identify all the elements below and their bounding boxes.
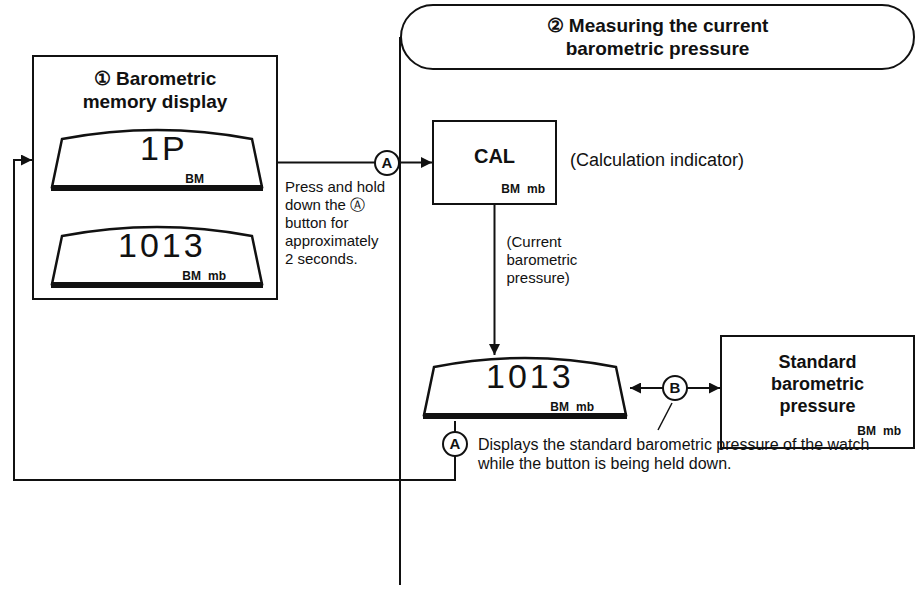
unit-label: mb [883, 424, 901, 438]
unit-label: BM [182, 269, 201, 283]
panel-title: ① Barometric memory display [56, 67, 254, 113]
lcd-digits: 1P [140, 129, 188, 167]
unit-label: mb [527, 182, 545, 196]
unit-label: BM [501, 182, 520, 196]
edge-note: (Current barometric pressure) [507, 233, 602, 287]
unit-row: BM mb [175, 266, 226, 284]
unit-row: BM mb [494, 179, 545, 197]
lcd-base [51, 185, 263, 191]
lcd-display: 1013BM mb [48, 224, 266, 290]
lcd-digits: 1013 [486, 357, 574, 395]
mode-band: ② Measuring the current barometric press… [400, 4, 915, 70]
lcd-digits: 1013 [118, 226, 206, 264]
unit-label: BM [185, 172, 204, 186]
unit-row: BM [178, 169, 204, 187]
memory-panel: ① Barometric memory display1PBM1013BMmb [32, 55, 278, 300]
indicator-box: CAL BM mb [432, 120, 557, 205]
unit-label: mb [208, 269, 226, 283]
instruction-note: Displays the standard barometric pressur… [478, 435, 888, 473]
lcd-frame [52, 227, 262, 284]
unit-label: BM [857, 424, 876, 438]
leader-line [658, 403, 672, 430]
flow-arrow [278, 162, 432, 164]
indicator-text: CAL [434, 144, 555, 168]
unit-label: BM [550, 400, 569, 414]
indicator-note: (Calculation indicator) [570, 150, 790, 172]
band-title: ② Measuring the current barometric press… [508, 14, 808, 60]
unit-row: BM mb [543, 397, 594, 415]
flow-arrow [494, 205, 496, 355]
lcd-frame [52, 130, 262, 187]
instruction-note: Press and hold down the Ⓐ button for app… [285, 178, 387, 268]
section-bracket [399, 37, 401, 585]
standard-box: Standard barometric pressureBMmb [720, 335, 915, 449]
lcd-base [51, 282, 263, 288]
button-callout: B [662, 375, 688, 401]
lcd-frame [424, 358, 626, 415]
lcd-display: 1013BM mb [420, 355, 630, 421]
lcd-base [423, 413, 627, 419]
lcd-display: 1P BM [48, 127, 266, 193]
button-callout: A [374, 150, 400, 176]
unit-label: mb [576, 400, 594, 414]
button-callout: A [442, 431, 468, 457]
